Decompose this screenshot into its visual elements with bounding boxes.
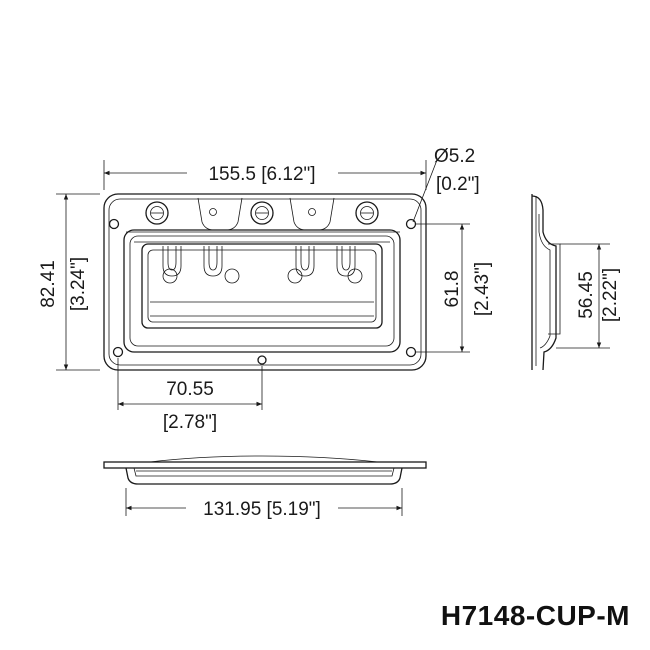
dim-hole-diameter: Ø5.2 [0.2"]: [412, 146, 480, 223]
dim-center-offset: 70.55 [2.78"]: [117, 358, 263, 433]
dim-overall-height-in: [3.24"]: [68, 257, 89, 311]
dim-cup-depth-mm: 56.45: [576, 271, 597, 319]
dim-overall-height: 82.41 [3.24"]: [38, 193, 100, 371]
dim-cup-width-label: 131.95 [5.19"]: [203, 499, 321, 520]
screw-icon: [355, 201, 379, 225]
screw-icon: [145, 201, 169, 225]
part-number-title: H7148-CUP-M: [440, 600, 630, 631]
screw-icon: [250, 201, 274, 225]
dim-hole-spacing-in: [2.43"]: [472, 262, 493, 316]
dim-hole-diameter-in: [0.2"]: [436, 174, 480, 195]
dim-cup-depth-in: [2.22"]: [600, 268, 621, 322]
clip-icon: [295, 246, 315, 277]
front-view: [103, 193, 427, 371]
dim-hole-spacing: 61.8 [2.43"]: [416, 223, 493, 353]
clip-icon: [336, 246, 356, 277]
side-view: [531, 194, 561, 371]
clip-icon: [203, 246, 223, 277]
dim-hole-diameter-mm: Ø5.2: [434, 146, 475, 167]
dim-cup-depth: 56.45 [2.22"]: [556, 243, 621, 349]
mounting-hole-icon: [108, 218, 417, 365]
plate-outline: [103, 193, 427, 371]
dim-overall-width-label: 155.5 [6.12"]: [208, 164, 315, 185]
dim-overall-width: 155.5 [6.12"]: [103, 160, 427, 190]
cup-outline: [123, 229, 401, 353]
clip-icon: [162, 246, 182, 277]
dim-cup-width: 131.95 [5.19"]: [125, 488, 403, 520]
handle-grip: [141, 243, 383, 329]
dim-center-offset-mm: 70.55: [166, 379, 214, 400]
dim-hole-spacing-mm: 61.8: [442, 271, 463, 308]
bottom-view: [103, 455, 427, 485]
dim-center-offset-in: [2.78"]: [163, 412, 217, 433]
dim-overall-height-mm: 82.41: [38, 260, 59, 308]
